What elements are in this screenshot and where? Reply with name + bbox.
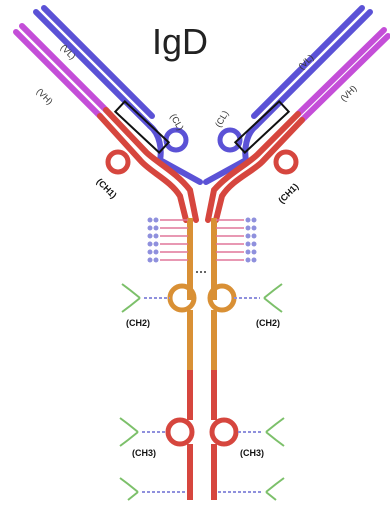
left-ch3-loop xyxy=(165,417,195,447)
right-cl-loop xyxy=(217,127,243,153)
label-vl-left: (VL) xyxy=(59,42,78,61)
label-ch1-right: (CH1) xyxy=(276,181,300,205)
n-glycan-right-ch2 xyxy=(234,283,283,313)
diagram-title: IgD xyxy=(152,21,208,62)
right-disulfide-box xyxy=(233,100,291,154)
n-glycan-left-ch3-top xyxy=(119,417,166,447)
ch2-domain xyxy=(167,283,237,370)
left-heavy-ch1 xyxy=(97,100,199,223)
left-ch1-loop xyxy=(105,149,131,175)
label-vh-right: (VH) xyxy=(338,83,358,103)
right-heavy-ch1 xyxy=(205,100,305,223)
label-cl-right: (CL) xyxy=(213,109,230,129)
n-glycan-left-ch2 xyxy=(121,283,170,313)
right-o-glycans xyxy=(216,219,244,261)
right-ch1-loop xyxy=(273,149,299,175)
label-ch3-right: (CH3) xyxy=(240,448,264,458)
n-glycan-right-ch3-top xyxy=(238,417,285,447)
left-disulfide-box xyxy=(113,100,171,154)
hinge-region xyxy=(187,218,217,288)
right-o-glycan-dots xyxy=(245,217,257,263)
right-ch3-loop xyxy=(209,417,239,447)
left-o-glycan-dots xyxy=(147,217,159,263)
left-o-glycans xyxy=(160,219,188,261)
left-heavy-variable xyxy=(13,23,109,119)
n-glycan-right-ch3-bottom xyxy=(218,477,285,501)
label-vh-left: (VH) xyxy=(35,86,55,106)
label-ch1-left: (CH1) xyxy=(95,176,119,200)
n-glycan-left-ch3-bottom xyxy=(119,477,186,501)
left-cl-loop xyxy=(163,127,189,153)
label-ch3-left: (CH3) xyxy=(132,448,156,458)
label-ch2-left: (CH2) xyxy=(126,318,150,328)
right-heavy-variable xyxy=(295,27,390,123)
label-ch2-right: (CH2) xyxy=(256,318,280,328)
ch3-domain xyxy=(165,370,239,500)
